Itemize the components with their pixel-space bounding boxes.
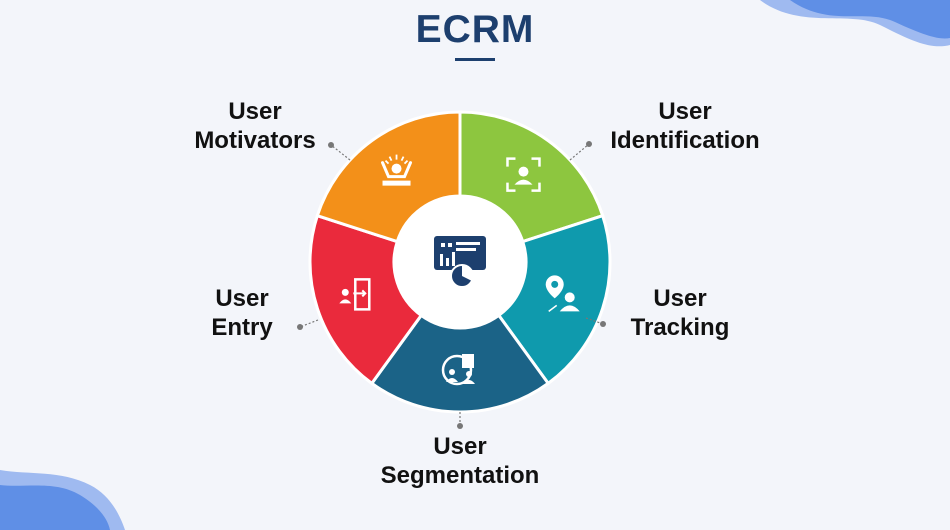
connector-dot-entry [297, 324, 303, 330]
connector-motivators [330, 144, 351, 161]
connector-tracking [585, 317, 604, 325]
user-entry-icon [339, 278, 371, 311]
page-title: ECRM [415, 8, 535, 51]
wave-decoration-top-right [760, 0, 950, 47]
connector-dot-tracking [600, 321, 606, 327]
user-segmentation-icon [441, 354, 475, 386]
connector-dot-segmentation [457, 423, 463, 429]
title-underline [455, 58, 495, 61]
location-tracking-icon [545, 275, 580, 312]
dashboard-analytics-icon [434, 236, 486, 288]
connector-entry [299, 319, 319, 328]
face-scan-icon [506, 157, 541, 192]
motivated-user-icon [381, 154, 413, 186]
connector-dot-motivators [328, 142, 334, 148]
connector-identification [569, 143, 590, 161]
wave-decoration-bottom-left [0, 470, 125, 530]
connector-dot-identification [586, 141, 592, 147]
